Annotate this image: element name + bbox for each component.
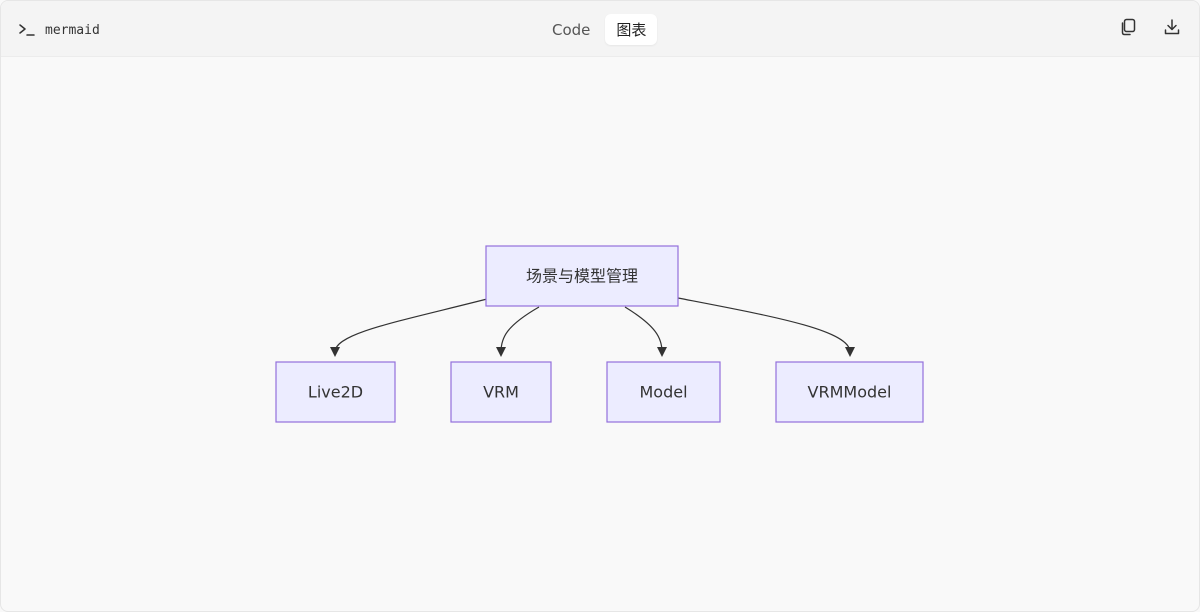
tab-code[interactable]: Code <box>552 20 591 39</box>
node-vrmmodel[interactable]: VRMModel <box>775 361 924 423</box>
node-vrm[interactable]: VRM <box>450 361 552 423</box>
edge-root-vrmmodel <box>677 297 855 357</box>
node-vrm-label: VRM <box>483 383 519 402</box>
view-tabs: Code 图表 <box>541 14 658 45</box>
node-live2d[interactable]: Live2D <box>275 361 396 423</box>
edge-root-vrm <box>496 306 540 357</box>
copy-icon <box>1119 18 1137 40</box>
node-live2d-label: Live2D <box>308 383 363 402</box>
download-button[interactable] <box>1161 18 1183 40</box>
viewer-toolbar: mermaid Code 图表 <box>1 1 1199 57</box>
terminal-prompt-icon <box>19 24 35 36</box>
node-root[interactable]: 场景与模型管理 <box>485 245 679 307</box>
language-label: mermaid <box>45 22 100 38</box>
edge-root-live2d <box>330 298 488 357</box>
node-model[interactable]: Model <box>606 361 721 423</box>
diagram-canvas: 场景与模型管理 Live2D VRM Model VRMModel <box>1 58 1199 611</box>
node-vrmmodel-label: VRMModel <box>808 383 892 402</box>
language-indicator: mermaid <box>19 20 100 40</box>
copy-button[interactable] <box>1117 18 1139 40</box>
node-model-label: Model <box>639 383 687 402</box>
tab-diagram[interactable]: 图表 <box>605 14 658 45</box>
node-root-label: 场景与模型管理 <box>526 267 638 286</box>
download-icon <box>1163 18 1181 40</box>
edge-root-model <box>624 306 667 357</box>
flowchart-svg: 场景与模型管理 Live2D VRM Model VRMModel <box>275 245 924 423</box>
